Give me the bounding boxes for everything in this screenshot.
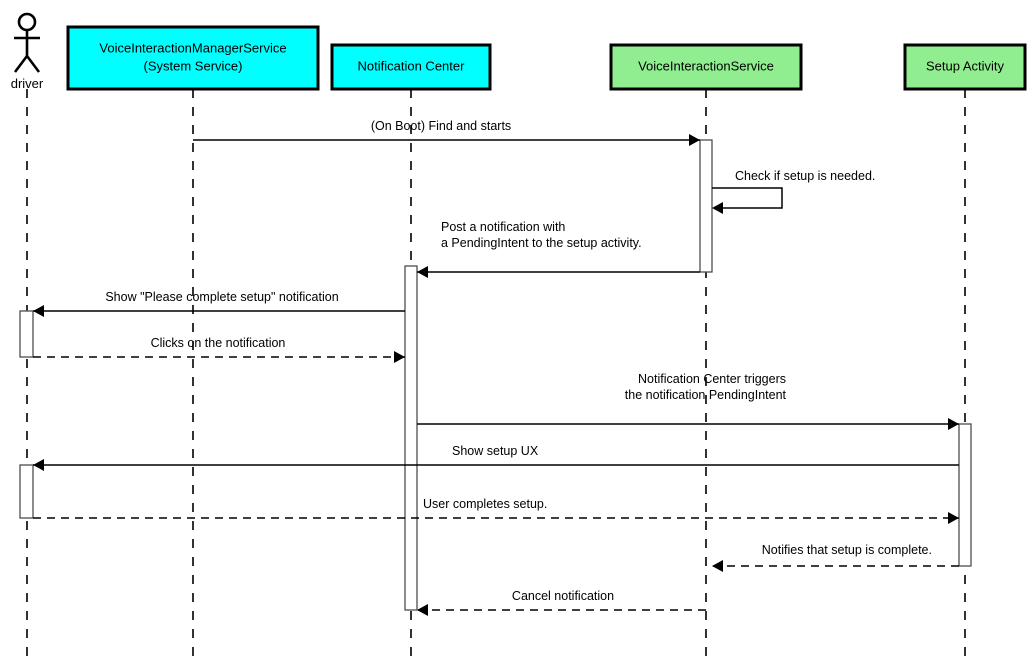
message-label-m8: User completes setup. (423, 497, 547, 511)
actor-head-icon (17, 12, 37, 32)
arrowhead-icon (712, 202, 723, 214)
arrowhead-icon (33, 305, 44, 317)
message-m5[interactable]: Clicks on the notification (33, 336, 405, 363)
message-m9[interactable]: Notifies that setup is complete. (712, 543, 959, 572)
participant-label-voice-interaction-service: VoiceInteractionService (638, 58, 774, 73)
arrowhead-icon (689, 134, 700, 146)
participant-voice-interaction-service[interactable]: VoiceInteractionService (609, 43, 803, 91)
message-path-m2 (712, 187, 783, 209)
participant-label-notification-center: Notification Center (358, 58, 466, 73)
message-label-m3-line2: a PendingIntent to the setup activity. (441, 236, 642, 250)
message-label-m6-line2: the notification PendingIntent (625, 388, 787, 402)
message-label-m4: Show "Please complete setup" notificatio… (105, 290, 338, 304)
activation-bar-setup-activity-3 (958, 423, 972, 567)
arrowhead-icon (417, 604, 428, 616)
participant-box-notification-center[interactable] (330, 43, 492, 91)
actor-right-leg-icon (25, 55, 41, 73)
message-m3[interactable]: Post a notification with a PendingIntent … (417, 220, 700, 278)
message-m1[interactable]: (On Boot) Find and starts (193, 119, 700, 146)
activation-bar-voice-interaction-service-0 (699, 139, 713, 273)
message-m8[interactable]: User completes setup. (33, 497, 959, 524)
message-label-m5: Clicks on the notification (151, 336, 286, 350)
activation-bar-driver-4 (19, 464, 34, 519)
participant-box-voice-interaction-service[interactable] (609, 43, 803, 91)
actor-left-leg-icon (13, 55, 29, 73)
arrowhead-icon (33, 459, 44, 471)
participant-box-vims[interactable] (66, 25, 320, 91)
message-label-m2: Check if setup is needed. (735, 169, 875, 183)
message-m6[interactable]: Notification Center triggers the notifica… (417, 372, 959, 430)
activation-bar-notification-center-1 (404, 265, 418, 611)
participant-setup-activity[interactable]: Setup Activity (903, 43, 1027, 91)
participants-layer: driver VoiceInteractionManagerService (Sys… (11, 12, 1027, 91)
message-label-m7: Show setup UX (452, 444, 539, 458)
message-label-m3-line1: Post a notification with (441, 220, 565, 234)
participant-label-vims: VoiceInteractionManagerService (99, 40, 286, 55)
activation-bar-driver-2 (19, 310, 34, 358)
message-label-m9: Notifies that setup is complete. (762, 543, 932, 557)
arrowhead-icon (394, 351, 405, 363)
message-label-m6-line1: Notification Center triggers (638, 372, 786, 386)
message-m4[interactable]: Show "Please complete setup" notificatio… (33, 290, 405, 317)
message-label-m1: (On Boot) Find and starts (371, 119, 511, 133)
arrowhead-icon (948, 512, 959, 524)
participant-notification-center[interactable]: Notification Center (330, 43, 492, 91)
participant-sublabel-vims: (System Service) (144, 58, 243, 73)
activation-bars-layer (19, 139, 972, 611)
participant-driver[interactable]: driver (11, 12, 44, 91)
participant-box-setup-activity[interactable] (903, 43, 1027, 91)
arrowhead-icon (712, 560, 723, 572)
message-m2[interactable]: Check if setup is needed. (712, 169, 875, 214)
participant-label-setup-activity: Setup Activity (926, 58, 1005, 73)
message-label-m10: Cancel notification (512, 589, 614, 603)
arrowhead-icon (417, 266, 428, 278)
message-m10[interactable]: Cancel notification (417, 589, 706, 616)
actor-label: driver (11, 76, 44, 91)
arrowhead-icon (948, 418, 959, 430)
participant-vims[interactable]: VoiceInteractionManagerService (System Se… (66, 25, 320, 91)
message-m7[interactable]: Show setup UX (33, 444, 959, 471)
